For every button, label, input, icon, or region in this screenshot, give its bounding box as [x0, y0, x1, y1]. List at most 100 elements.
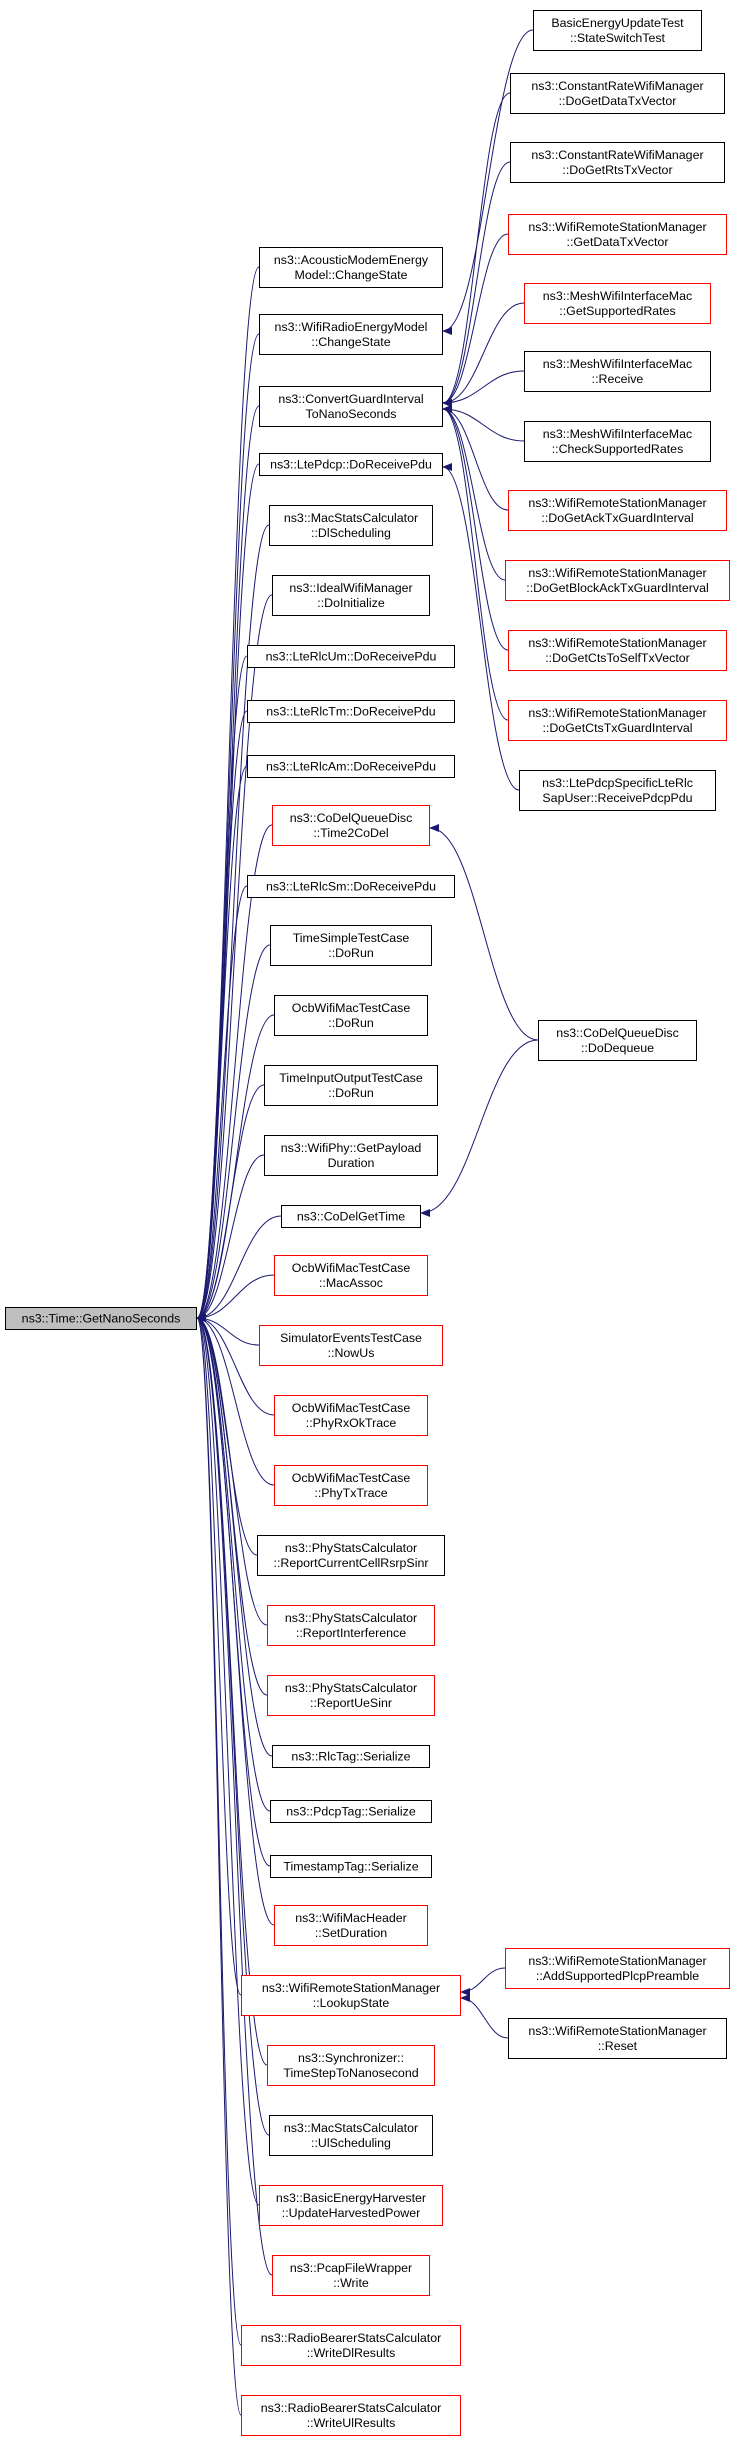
node-label: ::NowUs	[328, 1346, 375, 1360]
node-ocbmacassoc[interactable]: OcbWifiMacTestCase::MacAssoc	[274, 1255, 428, 1296]
edge-ltepdcpsap-to-ltepdcp	[442, 463, 520, 791]
edge-wifimacheader-to-root	[196, 1314, 275, 1926]
node-label: ::MacAssoc	[319, 1276, 383, 1290]
node-ocbphytx[interactable]: OcbWifiMacTestCase::PhyTxTrace	[274, 1465, 428, 1506]
node-label: ::AddSupportedPlcpPreamble	[536, 1969, 699, 1983]
node-label: Model::ChangeState	[295, 268, 408, 282]
edge-rlcam-to-root	[196, 765, 248, 1322]
node-box-timesimple	[270, 925, 432, 966]
node-wrsmack[interactable]: ns3::WifiRemoteStationManager::DoGetAckT…	[508, 490, 727, 531]
edges-layer	[196, 29, 539, 2416]
node-label: ::DlScheduling	[311, 526, 391, 540]
node-box-ocbdorun	[274, 995, 428, 1036]
node-ltepdcpsap: ns3::LtePdcpSpecificLteRlcSapUser::Recei…	[519, 770, 716, 811]
node-energyharvester[interactable]: ns3::BasicEnergyHarvester::UpdateHarvest…	[259, 2185, 443, 2226]
node-box-phyrsrp	[257, 1535, 445, 1576]
node-label: SapUser::ReceivePdcpPdu	[542, 791, 692, 805]
node-label: ::UlScheduling	[311, 2136, 391, 2150]
node-label: ns3::MeshWifiInterfaceMac	[543, 357, 692, 371]
node-label: ns3::WifiMacHeader	[295, 1911, 407, 1925]
node-wrsmdatatx[interactable]: ns3::WifiRemoteStationManager::GetDataTx…	[508, 214, 727, 255]
node-label: ns3::WifiRemoteStationManager	[528, 1954, 706, 1968]
node-addplcp[interactable]: ns3::WifiRemoteStationManager::AddSuppor…	[505, 1948, 730, 1989]
node-box-rlcsm	[247, 875, 455, 898]
node-label: TimestampTag::Serialize	[283, 1860, 418, 1874]
node-label: OcbWifiMacTestCase	[292, 1261, 411, 1275]
node-label: ns3::LteRlcUm::DoReceivePdu	[266, 650, 437, 664]
edge-phyinterf-to-root	[196, 1314, 268, 1626]
node-label: ns3::WifiRemoteStationManager	[528, 566, 706, 580]
edge-wrsmblockack-to-convertgi	[442, 405, 506, 581]
node-label: ::WriteUlResults	[307, 2416, 396, 2430]
node-phyuesinr[interactable]: ns3::PhyStatsCalculator::ReportUeSinr	[267, 1675, 435, 1716]
edge-crdatatx-to-convertgi	[442, 92, 511, 407]
node-label: ::Write	[333, 2276, 369, 2290]
node-label: BasicEnergyUpdateTest	[551, 16, 684, 30]
node-label: ns3::Synchronizer::	[298, 2051, 404, 2065]
node-label: ns3::WifiPhy::GetPayload	[281, 1141, 422, 1155]
node-pdcptag: ns3::PdcpTag::Serialize	[270, 1800, 432, 1823]
node-rbul[interactable]: ns3::RadioBearerStatsCalculator::WriteUl…	[241, 2395, 461, 2436]
node-label: ns3::WifiRemoteStationManager	[262, 1981, 440, 1995]
node-synchronizer[interactable]: ns3::Synchronizer::TimeStepToNanosecond	[267, 2045, 435, 2086]
node-label: ns3::LteRlcTm::DoReceivePdu	[266, 705, 436, 719]
node-box-rlcam	[247, 755, 455, 778]
edge-wifiphy-to-root	[196, 1154, 265, 1322]
edge-meshreceive-to-convertgi	[442, 370, 525, 407]
edge-time2codel-to-root	[196, 824, 273, 1322]
edge-macstatsul-to-root	[196, 1314, 270, 2136]
node-label: ::PhyRxOkTrace	[306, 1416, 397, 1430]
node-box-simevents	[259, 1325, 443, 1366]
node-label: ns3::MacStatsCalculator	[284, 2121, 418, 2135]
node-label: ns3::MeshWifiInterfaceMac	[543, 427, 692, 441]
node-phyinterf[interactable]: ns3::PhyStatsCalculator::ReportInterfere…	[267, 1605, 435, 1646]
node-box-meshcheck	[524, 421, 711, 462]
edge-codeldequeue-to-codelgettime	[420, 1039, 539, 1217]
node-wrsmctsself[interactable]: ns3::WifiRemoteStationManager::DoGetCtsT…	[508, 630, 727, 671]
node-label: ns3::PdcpTag::Serialize	[286, 1805, 416, 1819]
node-box-macstatsul	[269, 2115, 433, 2156]
node-acoustic: ns3::AcousticModemEnergyModel::ChangeSta…	[259, 247, 443, 288]
node-box-rlcum	[247, 645, 455, 668]
node-box-time2codel	[272, 805, 430, 846]
node-lookupstate[interactable]: ns3::WifiRemoteStationManager::LookupSta…	[241, 1975, 461, 2016]
node-label: ns3::IdealWifiManager	[289, 581, 412, 595]
node-simevents[interactable]: SimulatorEventsTestCase::NowUs	[259, 1325, 443, 1366]
node-box-ltepdcp	[259, 453, 443, 476]
node-label: ::DoGetDataTxVector	[559, 94, 677, 108]
node-box-wifimacheader	[274, 1905, 428, 1946]
node-meshreceive: ns3::MeshWifiInterfaceMac::Receive	[524, 351, 711, 392]
edge-codelgettime-to-root	[196, 1215, 282, 1322]
node-pcapwrite[interactable]: ns3::PcapFileWrapper::Write	[272, 2255, 430, 2296]
node-box-meshreceive	[524, 351, 711, 392]
node-box-rlctm	[247, 700, 455, 723]
node-label: ::ReportUeSinr	[310, 1696, 392, 1710]
node-label: ::Reset	[598, 2039, 638, 2053]
node-label: ns3::PcapFileWrapper	[290, 2261, 412, 2275]
node-box-macstatsdl	[269, 505, 433, 546]
edge-rlctag-to-root	[196, 1314, 273, 1757]
node-meshrates[interactable]: ns3::MeshWifiInterfaceMac::GetSupportedR…	[524, 283, 711, 324]
node-box-wrsmctsgi	[508, 700, 727, 741]
node-timesimple: TimeSimpleTestCase::DoRun	[270, 925, 432, 966]
node-box-basicenergy	[533, 10, 702, 51]
node-box-timeio	[264, 1065, 438, 1106]
node-box-energyharvester	[259, 2185, 443, 2226]
edge-wrsmctsgi-to-convertgi	[442, 405, 509, 721]
node-time2codel[interactable]: ns3::CoDelQueueDisc::Time2CoDel	[272, 805, 430, 846]
node-label: ::Time2CoDel	[313, 826, 388, 840]
edge-lookupstate-to-root	[196, 1314, 242, 1996]
node-box-wrsmack	[508, 490, 727, 531]
node-box-convertgi	[259, 386, 443, 427]
node-rbdl[interactable]: ns3::RadioBearerStatsCalculator::WriteDl…	[241, 2325, 461, 2366]
node-ocbphyrx[interactable]: OcbWifiMacTestCase::PhyRxOkTrace	[274, 1395, 428, 1436]
node-wifimacheader[interactable]: ns3::WifiMacHeader::SetDuration	[274, 1905, 428, 1946]
node-label: ns3::RadioBearerStatsCalculator	[261, 2331, 441, 2345]
node-wrsmctsgi[interactable]: ns3::WifiRemoteStationManager::DoGetCtsT…	[508, 700, 727, 741]
node-label: ::GetSupportedRates	[559, 304, 675, 318]
node-label: ns3::LteRlcAm::DoReceivePdu	[266, 760, 436, 774]
node-wrsmblockack[interactable]: ns3::WifiRemoteStationManager::DoGetBloc…	[505, 560, 730, 601]
node-label: ns3::PhyStatsCalculator	[285, 1681, 417, 1695]
node-timeio: TimeInputOutputTestCase::DoRun	[264, 1065, 438, 1106]
